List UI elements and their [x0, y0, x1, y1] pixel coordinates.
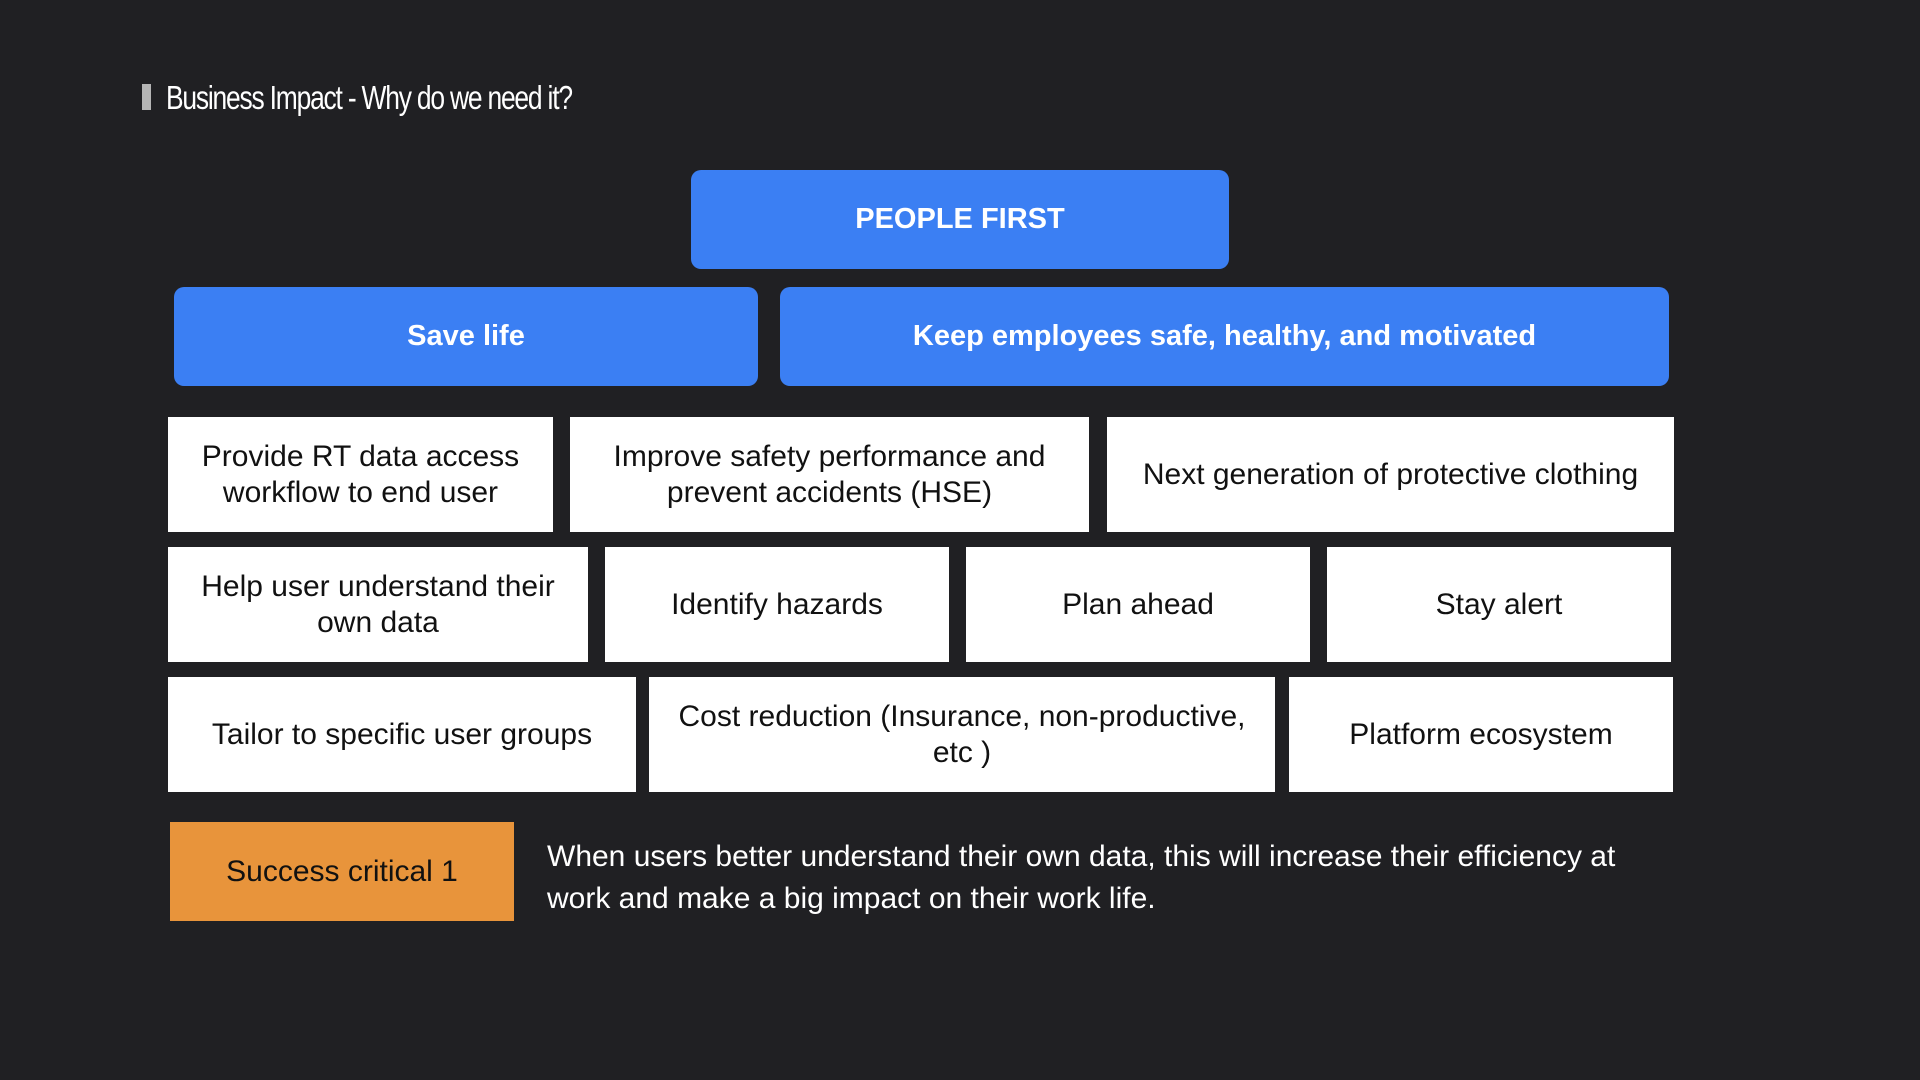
goal-box-protective-clothing: Next generation of protective clothing: [1107, 417, 1674, 532]
title-marker: [142, 84, 151, 110]
goal-box-improve-safety: Improve safety performance and prevent a…: [570, 417, 1089, 532]
page-title: Business Impact - Why do we need it?: [166, 79, 573, 116]
goal-box-identify-hazards: Identify hazards: [605, 547, 949, 662]
goal-box-understand-data: Help user understand their own data: [168, 547, 588, 662]
goal-label: Stay alert: [1435, 587, 1563, 621]
pillar-label: Keep employees safe, healthy, and motiva…: [912, 320, 1537, 352]
goal-label: Improve safety performance and prevent a…: [613, 439, 1046, 509]
pillar-keep-employees-safe: Keep employees safe, healthy, and motiva…: [780, 287, 1669, 386]
goal-box-plan-ahead: Plan ahead: [966, 547, 1310, 662]
root-box-people-first: PEOPLE FIRST: [691, 170, 1229, 269]
success-critical-label: Success critical 1: [226, 854, 458, 888]
goal-label: Provide RT data access workflow to end u…: [201, 439, 520, 509]
goal-label: Plan ahead: [1062, 587, 1214, 621]
goal-box-rt-data-access: Provide RT data access workflow to end u…: [168, 417, 553, 532]
success-critical-description: When users better understand their own d…: [547, 840, 1616, 915]
goal-box-cost-reduction: Cost reduction (Insurance, non-productiv…: [649, 677, 1275, 792]
goal-label: Tailor to specific user groups: [211, 717, 593, 751]
success-critical-badge: Success critical 1: [170, 822, 514, 921]
goal-label: Identify hazards: [671, 587, 883, 621]
goal-label: Next generation of protective clothing: [1142, 457, 1639, 491]
pillar-label: Save life: [407, 320, 525, 352]
pillar-save-life: Save life: [174, 287, 758, 386]
goal-label: Cost reduction (Insurance, non-productiv…: [678, 699, 1246, 769]
goal-box-platform-ecosystem: Platform ecosystem: [1289, 677, 1673, 792]
goal-box-stay-alert: Stay alert: [1327, 547, 1671, 662]
goal-label: Platform ecosystem: [1349, 717, 1613, 751]
goal-box-tailor-user-groups: Tailor to specific user groups: [168, 677, 636, 792]
goal-label: Help user understand their own data: [201, 569, 555, 639]
root-label: PEOPLE FIRST: [855, 203, 1065, 235]
